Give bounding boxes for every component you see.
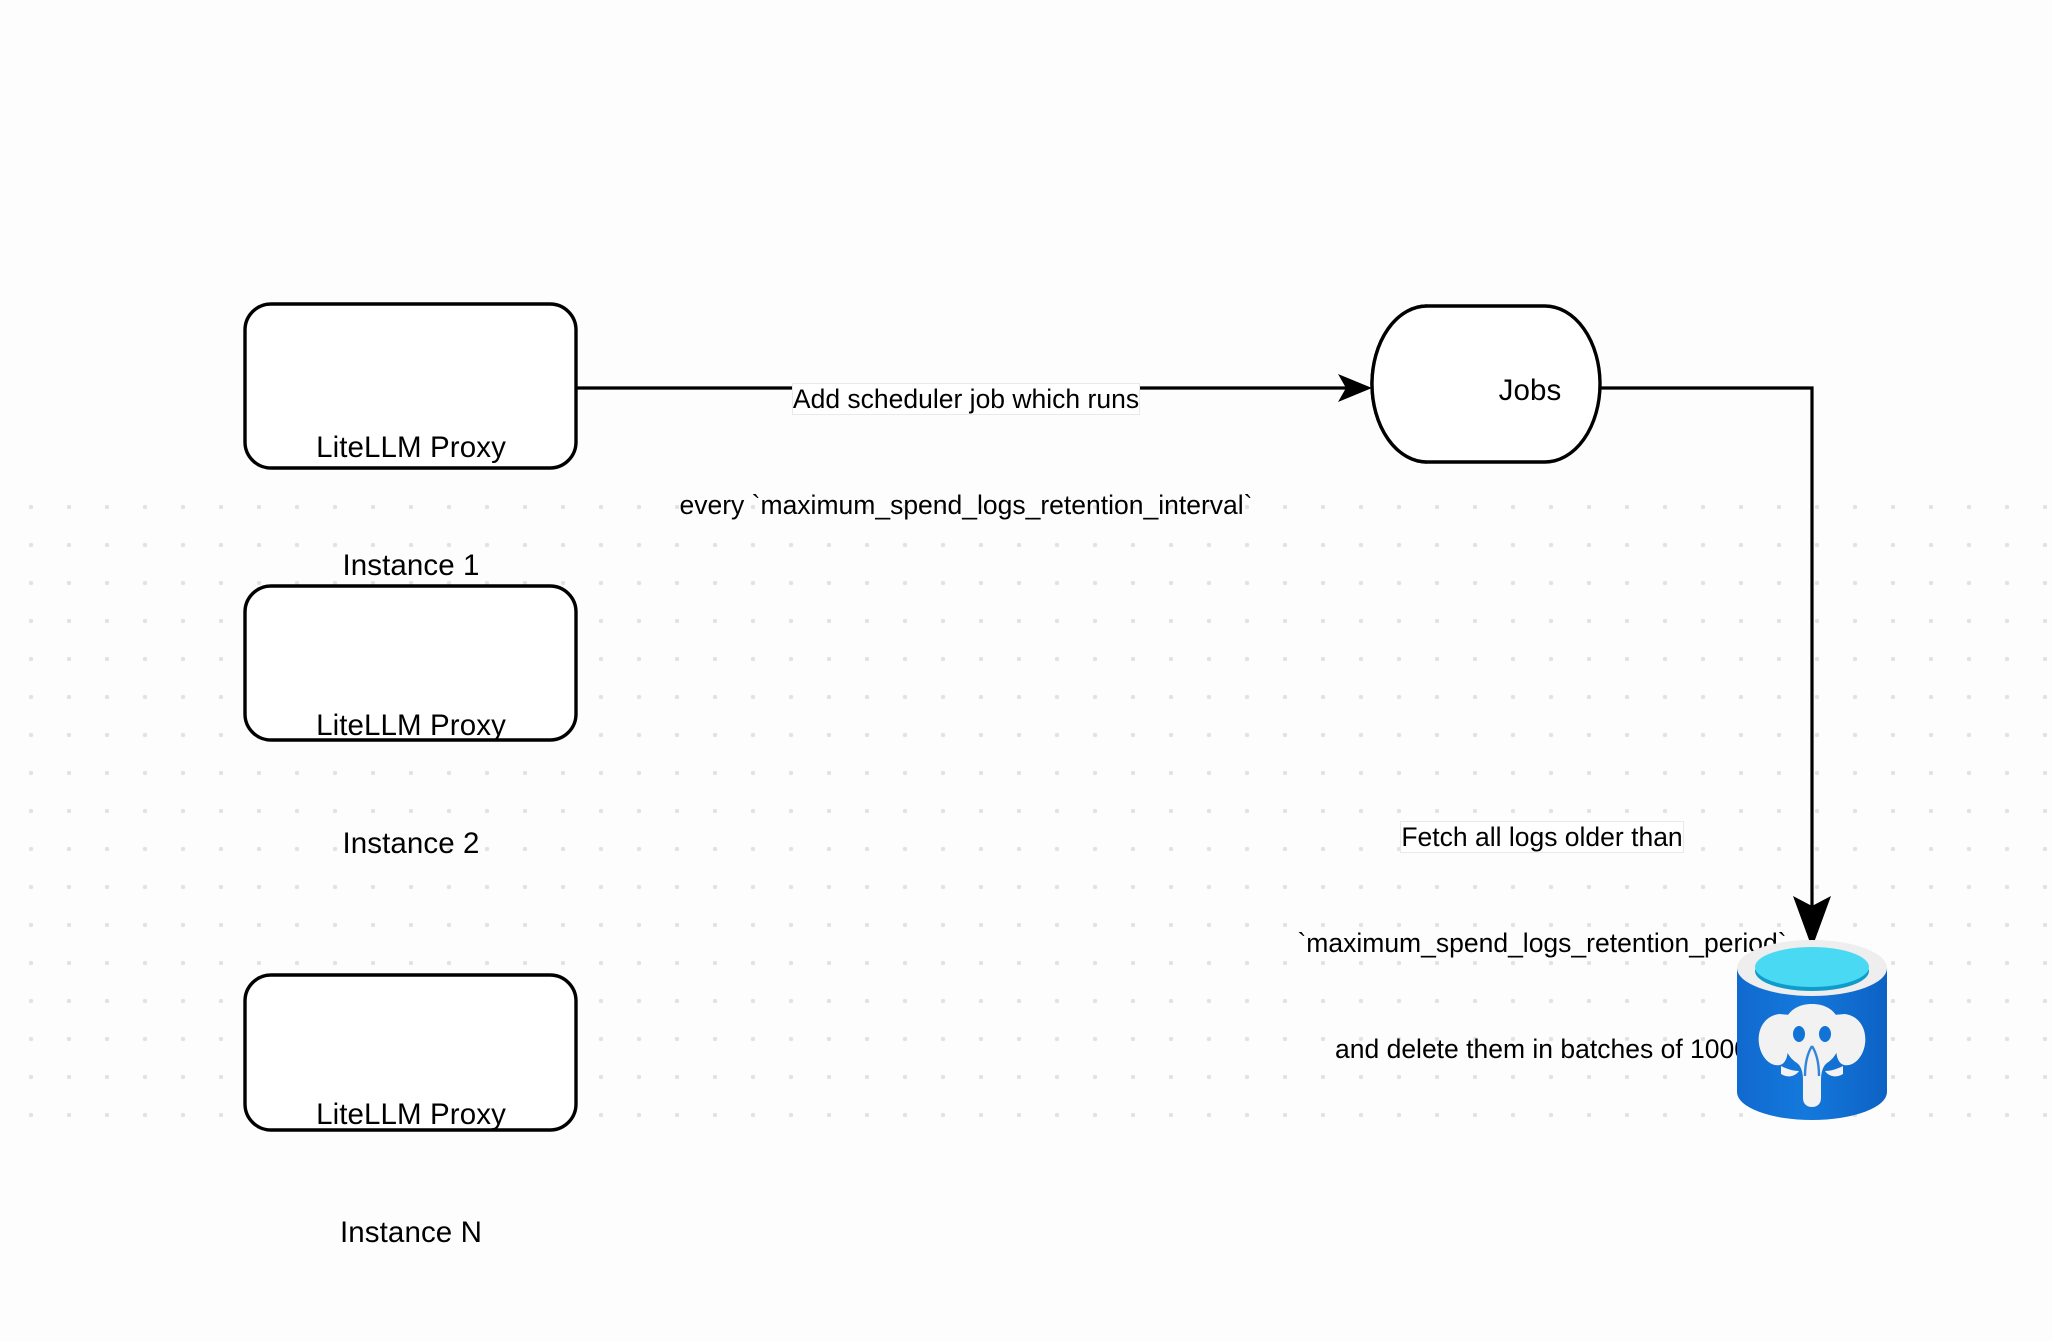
cleanup-edge-label-line2: `maximum_spend_logs_retention_period` — [1297, 928, 1787, 959]
proxy-instance-2-box[interactable] — [243, 584, 578, 742]
scheduler-edge-label: Add scheduler job which runs every `maxi… — [606, 312, 1326, 594]
cleanup-edge-label: Fetch all logs older than `maximum_spend… — [1252, 750, 1832, 1138]
scheduler-edge-label-line1: Add scheduler job which runs — [792, 384, 1140, 415]
cleanup-edge — [1600, 386, 1831, 948]
proxy-instance-n-box[interactable] — [243, 973, 578, 1132]
jobs-cylinder-shape[interactable] — [1370, 304, 1602, 464]
scheduler-edge-label-line2: every `maximum_spend_logs_retention_inte… — [679, 490, 1253, 521]
postgresql-database-icon[interactable] — [1731, 938, 1893, 1128]
cleanup-edge-label-line3: and delete them in batches of 1000 — [1335, 1033, 1749, 1064]
cleanup-edge-label-line1: Fetch all logs older than — [1401, 822, 1683, 853]
proxy-instance-1-box[interactable] — [243, 302, 578, 470]
